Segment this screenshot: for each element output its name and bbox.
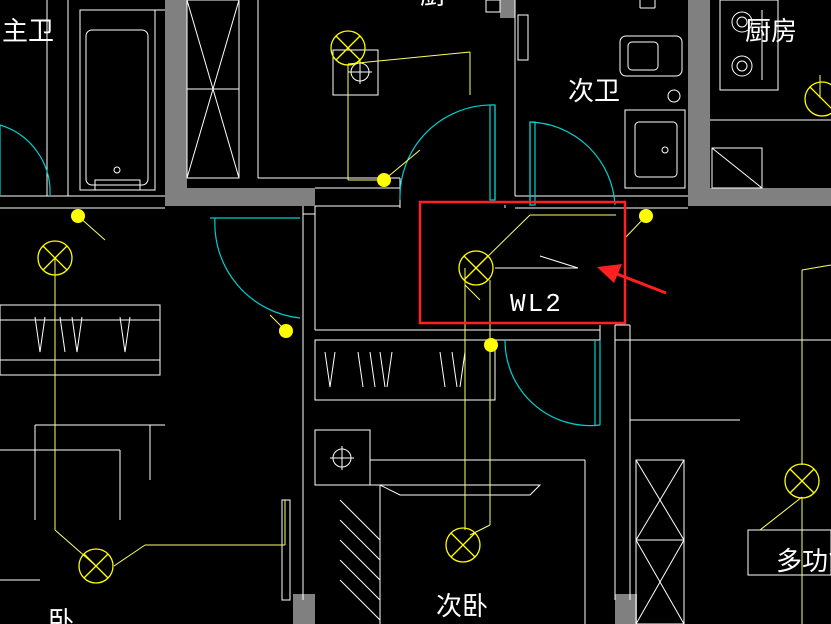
room-label-secondary-bath: 次卫 — [568, 77, 620, 107]
wall-switches — [71, 173, 653, 352]
room-label-multi-function: 多功能 — [776, 547, 831, 577]
wall-switch-icon — [484, 338, 498, 352]
light-fixture-icon — [78, 548, 114, 584]
room-label-master-bath: 主卫 — [2, 17, 54, 47]
circuit-leader — [495, 255, 579, 269]
light-fixture-icon — [445, 527, 481, 563]
light-fixture-icon — [37, 240, 73, 276]
door-swings — [0, 104, 616, 427]
light-fixture-icon — [784, 463, 820, 499]
wiring — [54, 51, 831, 624]
light-fixture-icon — [458, 250, 494, 286]
room-label-secondary-bedroom: 次卧 — [436, 592, 488, 622]
light-fixtures — [37, 30, 831, 584]
walls — [165, 0, 831, 624]
room-label-partial-top: 厨 — [420, 0, 446, 11]
light-fixture-icon — [804, 81, 831, 117]
wall-switch-icon — [639, 209, 653, 223]
wall-switch-icon — [71, 209, 85, 223]
room-label-kitchen: 厨房 — [745, 17, 797, 47]
light-fixture-icon — [330, 30, 366, 66]
highlight-box — [418, 200, 627, 325]
wall-switch-icon — [279, 324, 293, 338]
room-label-partial-bottom: 卧 — [48, 607, 74, 624]
arrow-icon — [597, 264, 667, 295]
circuit-label-wl2: WL2 — [510, 289, 563, 319]
wall-switch-icon — [377, 173, 391, 187]
